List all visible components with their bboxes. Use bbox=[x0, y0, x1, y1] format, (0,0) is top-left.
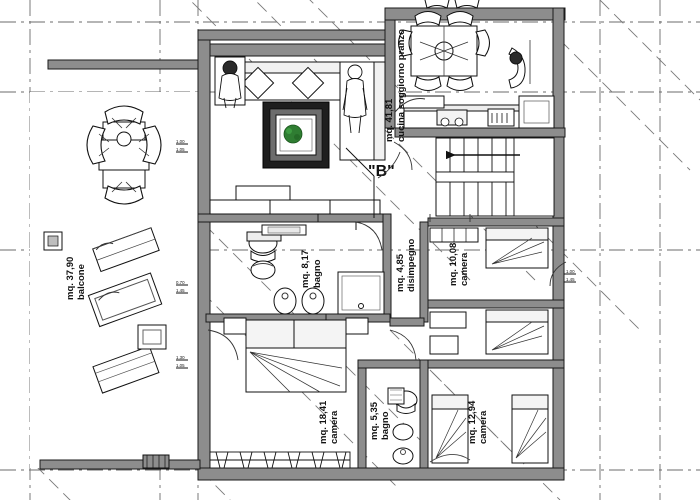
room-label-camera1-name: camera bbox=[459, 252, 470, 286]
living-sofa-group bbox=[214, 56, 386, 161]
bathroom1-fixtures bbox=[246, 221, 385, 315]
dim-low-upper: 1.30 bbox=[176, 355, 185, 360]
section-marker-label: "B" bbox=[368, 163, 395, 180]
door-openings bbox=[393, 141, 567, 287]
kitchen-counter-run bbox=[394, 95, 555, 129]
room-label-balcone-area: mq. 37,90 bbox=[65, 257, 76, 300]
bedroom-right-lower-beds bbox=[429, 309, 549, 355]
bedroom-bottom-beds bbox=[429, 394, 549, 464]
bathroom1-mirror bbox=[261, 224, 307, 236]
nightstand-left bbox=[223, 317, 247, 335]
chair-lower bbox=[429, 335, 459, 355]
sink-left-icon bbox=[273, 287, 297, 315]
room-label-bagno2-name: bagno bbox=[380, 411, 391, 440]
balcony-dining-set bbox=[86, 105, 162, 205]
person-figure-left bbox=[218, 60, 242, 109]
living-coffee-table bbox=[262, 101, 330, 169]
room-label-bagno1-area: mq. 8,17 bbox=[300, 250, 311, 288]
room-label-bagno1-name: bagno bbox=[312, 259, 323, 288]
kitchen-dining-set bbox=[397, 10, 491, 92]
room-label-cucina-area: mq. 41,81 bbox=[384, 98, 395, 142]
desk-lower bbox=[429, 311, 467, 329]
dim-mid-lower: 1.45 bbox=[176, 288, 185, 293]
person-figure-right bbox=[342, 64, 368, 134]
room-label-camera2-area: mq. 18,41 bbox=[318, 400, 329, 444]
master-bed bbox=[223, 317, 369, 393]
south-radiator bbox=[209, 451, 351, 469]
bathroom2-fixtures bbox=[387, 387, 418, 465]
living-sideboard bbox=[209, 185, 381, 215]
bedroom-door-swings bbox=[207, 329, 417, 361]
kitchen-chair-figure bbox=[508, 40, 531, 89]
potted-plant-icon bbox=[283, 124, 303, 144]
bedroom-right-upper-beds bbox=[429, 227, 549, 269]
balcony-lounge-furniture bbox=[87, 227, 167, 394]
sink-right-icon bbox=[301, 287, 325, 315]
internal-partitions bbox=[197, 127, 566, 469]
section-marker-b: "B" bbox=[345, 147, 401, 218]
dim-right-lower: 1.45 bbox=[566, 277, 575, 282]
dim-low-lower: 1.05 bbox=[176, 363, 185, 368]
room-label-bagno2-area: mq. 5,35 bbox=[369, 401, 380, 440]
sink2-icon bbox=[392, 447, 414, 465]
bidet-icon bbox=[250, 260, 276, 280]
dimension-labels: 1.00 1.05 0.70 1.45 1.30 1.05 1.00 1.45 bbox=[176, 139, 575, 368]
kitchen-sink-icon bbox=[436, 109, 468, 127]
dim-mid-upper: 0.70 bbox=[176, 280, 185, 285]
nightstand-right bbox=[345, 317, 369, 335]
dim-top-lower: 1.05 bbox=[176, 147, 185, 152]
bidet2-icon bbox=[392, 423, 414, 441]
room-labels: balcone mq. 37,90 cucina soggiorno pranz… bbox=[65, 29, 489, 444]
room-label-camera3-name: camera bbox=[478, 410, 489, 444]
dim-top-upper: 1.00 bbox=[176, 139, 185, 144]
room-label-cucina-name: cucina soggiorno pranzo bbox=[396, 29, 407, 142]
room-label-balcone-name: balcone bbox=[76, 264, 87, 300]
kitchen-upper-chairs bbox=[424, 0, 480, 9]
room-label-disimpegno-name: disimpegno bbox=[406, 238, 417, 292]
balcony-floor-drain bbox=[43, 231, 63, 251]
staircase bbox=[435, 137, 555, 217]
kitchen-hob-icon bbox=[487, 108, 515, 127]
room-label-camera1-area: mq. 10,08 bbox=[448, 243, 459, 286]
dim-right-upper: 1.00 bbox=[566, 269, 575, 274]
balcony-railing-post bbox=[142, 454, 170, 469]
room-label-camera3-area: mq. 12,94 bbox=[467, 400, 478, 444]
room-label-camera2-name: camera bbox=[329, 410, 340, 444]
dimension-ticks bbox=[176, 143, 576, 369]
room-label-disimpegno-area: mq. 4,85 bbox=[395, 253, 406, 292]
